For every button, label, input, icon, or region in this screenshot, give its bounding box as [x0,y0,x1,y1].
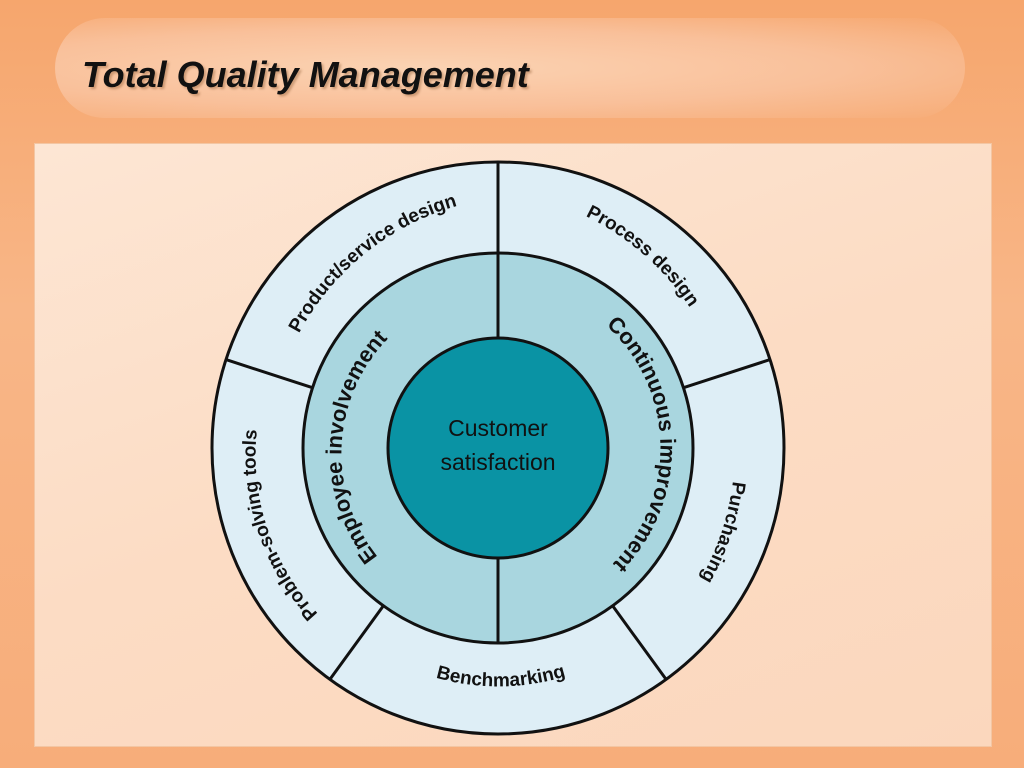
center-label-line1: Customer [448,415,548,441]
title-highlight [55,18,965,118]
center-circle [386,336,610,560]
center-label-line2: satisfaction [440,449,555,475]
outer-ring-dividers [225,162,771,681]
page-title: Total Quality Management [82,54,529,95]
